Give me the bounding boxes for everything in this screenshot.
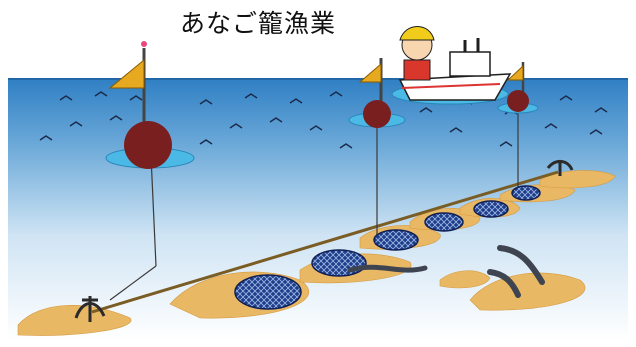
boat-icon xyxy=(391,38,512,105)
anchor-icon xyxy=(546,160,574,176)
page-title: あなご籠漁業 xyxy=(180,9,337,38)
flag-icon xyxy=(358,62,382,83)
buoy-lines xyxy=(109,112,519,301)
flag-icon xyxy=(108,58,145,89)
buoy-icon xyxy=(497,62,539,114)
buoy-icon xyxy=(105,41,195,169)
anchor-icon xyxy=(74,296,106,322)
flag-icon xyxy=(506,64,524,81)
buoy-icon xyxy=(348,58,406,128)
eel-icon xyxy=(347,245,545,298)
ground-rope xyxy=(91,170,559,314)
fisherman-icon xyxy=(399,26,435,81)
